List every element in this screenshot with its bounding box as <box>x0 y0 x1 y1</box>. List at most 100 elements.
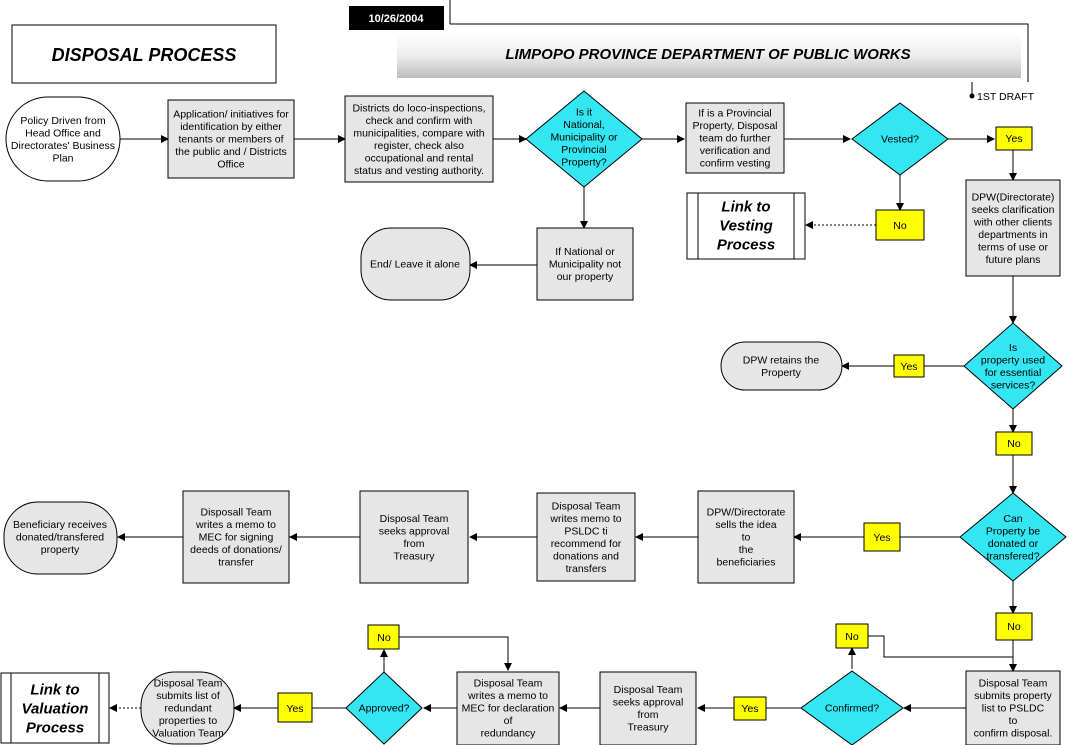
svg-text:No: No <box>845 631 859 643</box>
answer-yes-confirmed: Yes <box>733 696 767 721</box>
node-text-line: to <box>742 532 751 544</box>
svg-text:Districts do loco-inspections,: Districts do loco-inspections,check and … <box>352 102 485 177</box>
node-text-line: Disposal Team <box>614 684 683 696</box>
node-text-line: services? <box>991 379 1036 391</box>
answer-yes-vested: Yes <box>995 126 1033 151</box>
svg-text:Yes: Yes <box>741 703 758 715</box>
node-text-line: tenants or members of <box>178 134 283 146</box>
decision-vested: Vested? <box>851 102 949 176</box>
node-text-line: Disposal Team <box>380 513 449 525</box>
node-districts: Districts do loco-inspections,check and … <box>344 95 494 183</box>
node-text-line: End/ Leave it alone <box>370 259 460 271</box>
node-text-line: DPW retains the <box>743 354 820 366</box>
node-text-line: Disposall Team <box>200 507 271 519</box>
node-text-line: submits property <box>974 690 1052 702</box>
node-text-line: Process <box>717 236 775 253</box>
node-text-line: with other clients <box>973 216 1052 228</box>
node-text-line: Municipality not <box>549 259 621 271</box>
node-text-line: of <box>504 715 513 727</box>
node-text-line: writes a memo to <box>467 690 548 702</box>
node-text-line: Property, Disposal <box>692 120 777 132</box>
title-box: DISPOSAL PROCESS <box>11 24 277 84</box>
decision-confirmed: Confirmed? <box>800 670 904 745</box>
node-text-line: Vesting <box>719 217 773 234</box>
node-text-line: the <box>739 544 754 556</box>
node-text-line: terms of use or <box>978 241 1049 253</box>
answer-no-vested: No <box>875 209 925 241</box>
node-text-line: recommend for <box>551 538 622 550</box>
node-text-line: Treasury <box>627 721 669 733</box>
node-text-line: occupational and rental <box>365 152 474 164</box>
connectors <box>109 135 1017 712</box>
svg-text:No: No <box>1007 438 1021 450</box>
node-text-line: If is a Provincial <box>698 108 772 120</box>
node-text-line: Confirmed? <box>825 703 879 715</box>
decision-approved: Approved? <box>345 671 423 745</box>
node-text-line: transfer <box>218 557 254 569</box>
node-text-line: donated/transfered <box>16 532 104 544</box>
svg-text:No: No <box>377 632 391 644</box>
node-text-line: property <box>41 544 80 556</box>
node-text-line: beneficiaries <box>717 557 776 569</box>
node-text-line: DPW(Directorate) <box>972 191 1055 203</box>
node-text-line: Plan <box>52 152 73 164</box>
node-text-line: writes a memo to <box>195 519 276 531</box>
node-text-line: Process <box>26 719 84 736</box>
answer-no-essential: No <box>995 431 1033 456</box>
node-text-line: check and confirm with <box>366 115 473 127</box>
node-text-line: Provincial <box>561 144 607 156</box>
node-text-line: Property be <box>986 525 1040 537</box>
svg-text:End/ Leave it alone: End/ Leave it alone <box>370 259 460 271</box>
svg-text:Yes: Yes <box>1005 133 1022 145</box>
node-text-line: Application/ initiatives for <box>173 109 289 121</box>
node-text-line: properties to <box>159 715 218 727</box>
svg-text:Approved?: Approved? <box>359 703 410 715</box>
answer-no-approved: No <box>367 624 400 650</box>
node-text-line: municipalities, compare with <box>353 127 484 139</box>
node-text-line: donated or <box>988 538 1039 550</box>
svg-text:No: No <box>1007 621 1021 633</box>
process-title: DISPOSAL PROCESS <box>52 45 237 65</box>
node-text-line: Can <box>1003 513 1022 525</box>
date-text: 10/26/2004 <box>368 13 424 25</box>
node-text-line: seeks approval <box>613 696 684 708</box>
node-text-line: confirm disposal. <box>974 728 1053 740</box>
node-text-line: Vested? <box>881 134 919 146</box>
node-text-line: writes memo to <box>549 513 621 525</box>
node-text-line: If National or <box>555 246 615 258</box>
node-text-line: Valuation Team <box>152 728 224 740</box>
answer-yes-donate: Yes <box>863 522 901 552</box>
node-text-line: Is <box>1009 342 1017 354</box>
node-text-line: Is it <box>576 107 592 119</box>
node-text-line: Link to <box>721 198 770 215</box>
node-text-line: Municipality or <box>550 132 618 144</box>
node-text-line: Disposal Team <box>979 678 1048 690</box>
node-text-line: confirm vesting <box>700 158 771 170</box>
date-tag: 10/26/2004 <box>349 6 444 30</box>
node-text-line: property used <box>981 354 1045 366</box>
node-text-line: Approved? <box>359 703 410 715</box>
